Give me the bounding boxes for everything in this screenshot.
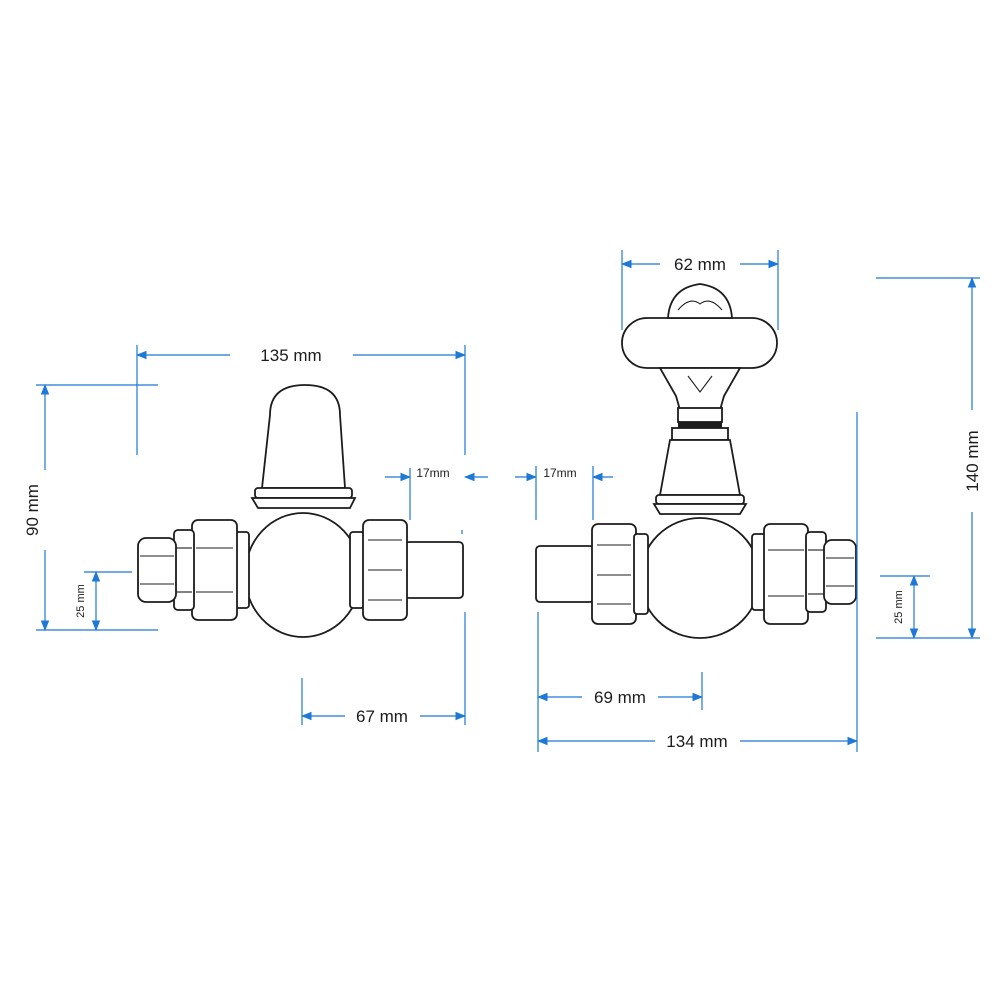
right-valve-body [639, 517, 761, 639]
left-valve-cap-collar [250, 497, 357, 509]
left-valve-hex [191, 519, 238, 621]
right-valve-compression-nut [805, 531, 827, 613]
right-width-label: 134 mm [666, 732, 727, 751]
left-tail-width-label: 17mm [416, 466, 449, 480]
left-valve-dome-cap [260, 384, 346, 489]
right-valve-union-nut [591, 523, 637, 625]
right-valve-bonnet [658, 439, 742, 496]
right-tail-to-center-label: 69 mm [594, 688, 646, 707]
right-height-label: 140 mm [963, 430, 982, 491]
right-valve-spindle-thread [678, 422, 722, 428]
right-valve-spindle [677, 407, 723, 423]
left-valve-olive-nut [137, 537, 177, 603]
left-valve-drawing [137, 384, 464, 638]
right-tail-width-label: 17mm [543, 466, 576, 480]
right-head-width-label: 62 mm [674, 255, 726, 274]
left-valve-union-collar [349, 531, 365, 609]
right-valve-olive-nut [823, 539, 857, 605]
left-valve-tail-pipe [404, 541, 464, 599]
left-width-label: 135 mm [260, 346, 321, 365]
left-center-to-tail-label: 67 mm [356, 707, 408, 726]
right-valve-wheel-head [621, 317, 778, 369]
left-valve-body [244, 512, 362, 638]
right-valve-hex [763, 523, 809, 625]
right-pipe-height-label: 25 mm [893, 590, 905, 624]
left-dimensions: 135 mm 90 mm 25 mm 17mm 67 mm [23, 345, 488, 726]
right-valve-head-crown [667, 283, 733, 319]
right-valve-drawing [535, 283, 857, 639]
right-valve-tail-pipe [535, 545, 595, 603]
left-height-label: 90 mm [23, 484, 42, 536]
left-valve-compression-nut [173, 529, 195, 611]
right-dimensions: 62 mm 140 mm 25 mm 17mm 69 mm 134 mm [515, 250, 982, 752]
left-pipe-height-label: 25 mm [75, 584, 87, 618]
left-valve-cap-ring [254, 487, 353, 499]
right-valve-head-neck [658, 367, 742, 411]
right-valve-gland [671, 427, 729, 441]
